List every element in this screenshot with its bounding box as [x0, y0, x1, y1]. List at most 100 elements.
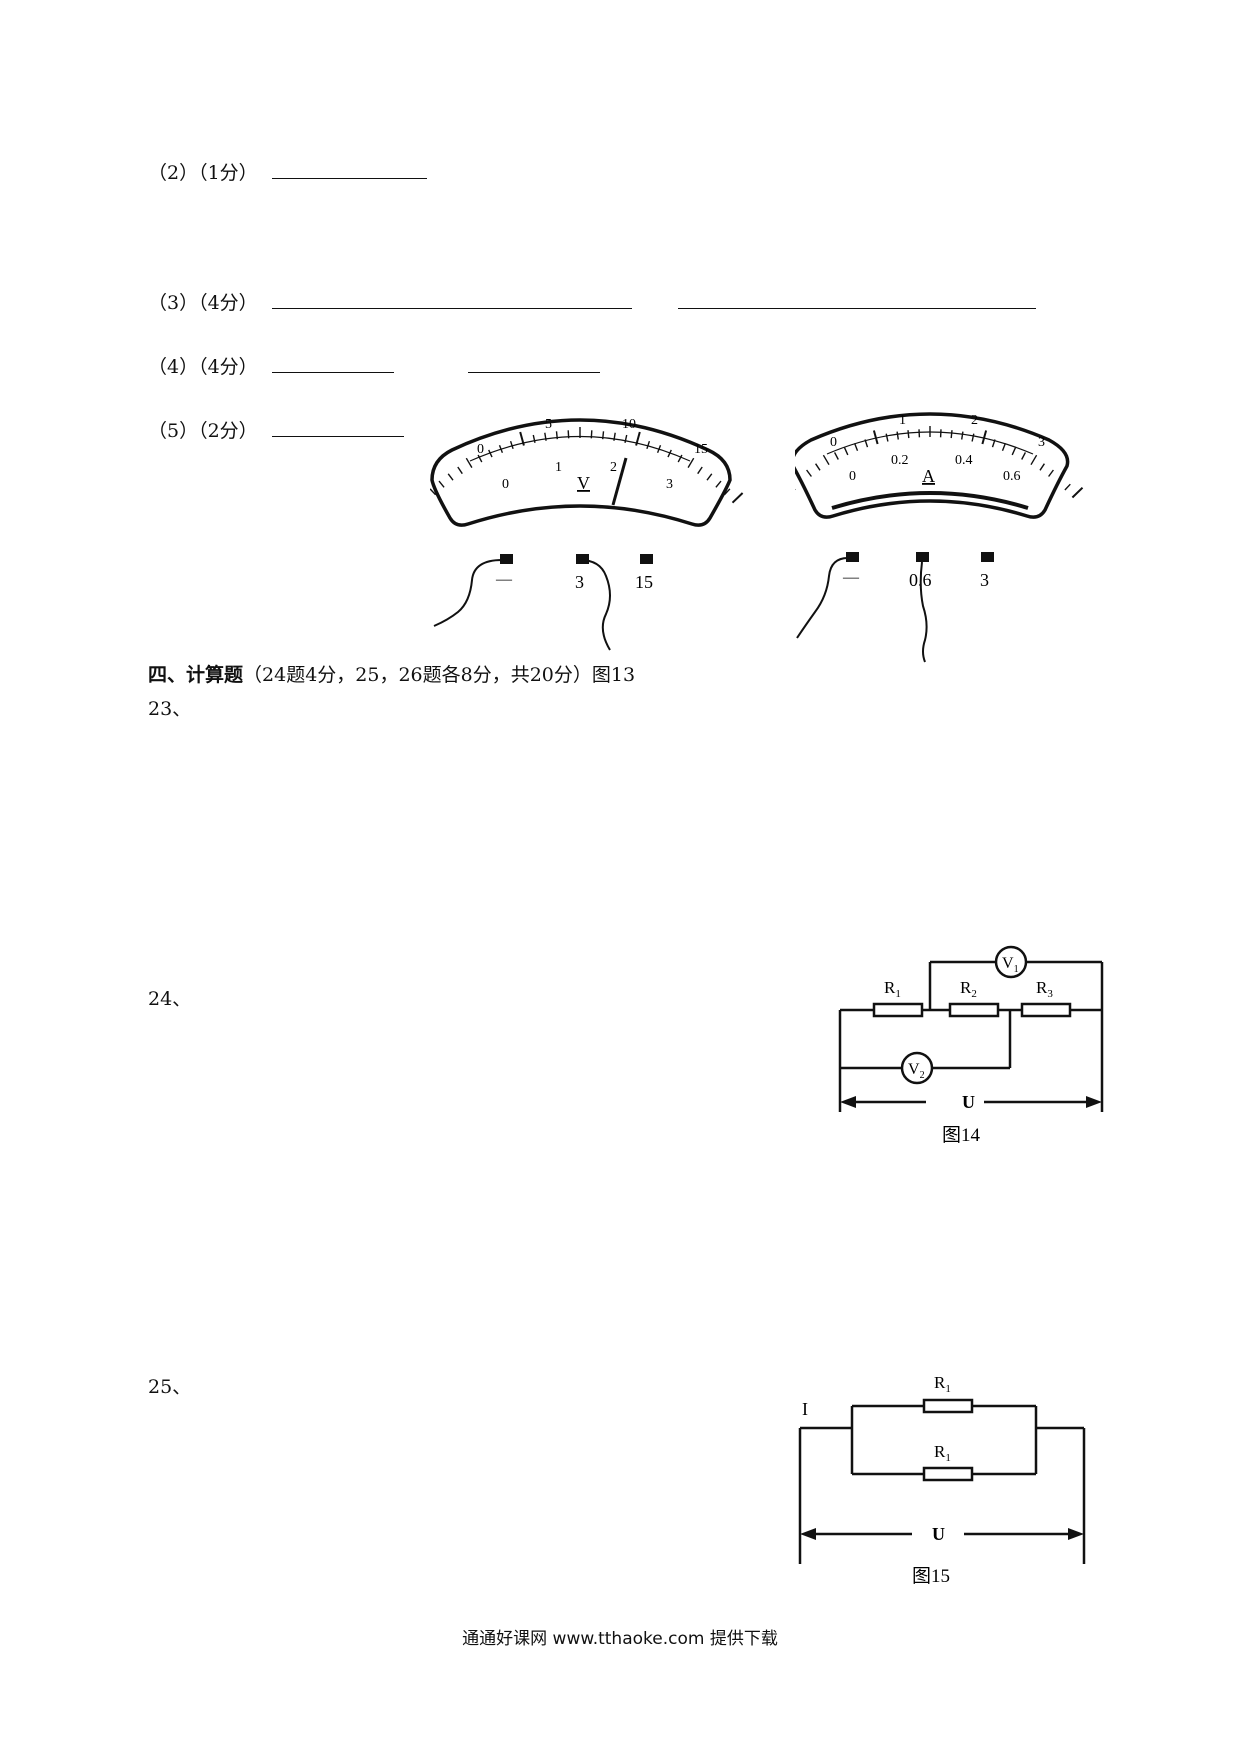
- scale-tick: [624, 434, 628, 443]
- scale-tick: [896, 431, 899, 440]
- scale-tick: [677, 454, 683, 463]
- scale-tick: [602, 431, 605, 440]
- ammeter-terminal-3: [981, 552, 994, 562]
- fig14-caption: 图14: [942, 1125, 981, 1146]
- voltmeter-terminal-3-label: 3: [575, 572, 584, 592]
- fig15-caption: 图15: [912, 1566, 950, 1587]
- scale-tick: [797, 476, 804, 484]
- voltmeter-needle: [611, 457, 628, 506]
- scale-tick: [646, 440, 651, 450]
- fig14-r3-sub: 3: [1047, 988, 1053, 1000]
- fig14-v1-sub: 1: [1014, 964, 1019, 975]
- ammeter-terminal-06: [916, 552, 929, 562]
- scale-tick: [532, 434, 536, 443]
- scale-tick: [815, 463, 821, 471]
- fig15-r-bottom-sub: 1: [945, 1452, 951, 1464]
- ammeter-bottom-04: 0.4: [955, 453, 973, 468]
- circuit-figure-15: R1 R1 I U 图15: [798, 1373, 1086, 1587]
- ammeter-bottom-06: 0.6: [1003, 469, 1021, 484]
- scale-tick: [613, 432, 616, 441]
- voltmeter-figure: 0 5 10 15 0 1 2 3 V — 3 15: [430, 417, 744, 651]
- section-4-heading: 四、计算题（24题4分，25，26题各8分，共20分）图13: [148, 660, 635, 687]
- fig14-r1-sub: 1: [895, 988, 901, 1000]
- scale-tick: [864, 439, 869, 448]
- answer-blank-4b[interactable]: [468, 372, 600, 373]
- answer-blank-3b[interactable]: [678, 308, 1036, 309]
- scale-tick: [806, 469, 812, 477]
- scale-tick: [1011, 447, 1017, 456]
- arrow-left-head: [840, 1096, 856, 1108]
- voltmeter-wire-left: [433, 559, 503, 627]
- fig14-r2-sub: 2: [971, 988, 977, 1000]
- scale-tick: [822, 454, 830, 466]
- scale-tick: [971, 433, 975, 442]
- voltmeter-scale-ticks: [430, 427, 744, 504]
- scale-tick: [1001, 443, 1007, 451]
- svg-text:R1: R1: [934, 1373, 951, 1395]
- scale-tick: [519, 431, 525, 446]
- answer-label-2: （2）（1分）: [148, 162, 258, 184]
- resistor-r1-bottom: [922, 1466, 974, 1482]
- scale-tick: [697, 466, 703, 475]
- scale-tick: [488, 449, 493, 458]
- scale-tick: [981, 430, 988, 445]
- answer-label-4: （4）（4分）: [148, 356, 258, 378]
- ammeter-bottom-02: 0.2: [891, 453, 909, 468]
- scale-tick: [509, 440, 514, 450]
- section-4-detail: （24题4分，25，26题各8分，共20分）图13: [243, 664, 636, 686]
- voltmeter-case: [430, 418, 732, 527]
- ammeter-wire-middle: [919, 561, 928, 663]
- fig14-r3-label: R: [1036, 978, 1048, 997]
- scale-tick: [447, 473, 454, 481]
- scale-tick: [498, 445, 504, 453]
- scale-tick: [715, 480, 722, 488]
- voltmeter-top-10: 10: [622, 417, 636, 432]
- circuit-figure-14: R1 R2 R3 V1 V2 U 图14: [838, 945, 1104, 1146]
- svg-text:R1: R1: [934, 1442, 951, 1464]
- fig15-r-top-sub: 1: [945, 1383, 951, 1395]
- ammeter-unit-label: A: [922, 466, 935, 486]
- voltmeter-bottom-3: 3: [666, 477, 673, 492]
- scale-tick: [635, 431, 641, 446]
- answer-blank-2[interactable]: [272, 178, 427, 179]
- arrow-right-head: [1086, 1096, 1102, 1108]
- scale-tick: [961, 431, 964, 440]
- voltmeter-terminal-3: [576, 554, 589, 564]
- answer-blank-5[interactable]: [272, 436, 404, 437]
- scale-tick: [843, 447, 849, 456]
- scale-tick: [706, 473, 713, 481]
- fig15-r-bottom-label: R: [934, 1442, 946, 1461]
- question-23: 23、: [148, 698, 192, 720]
- voltmeter-terminal-neg-label: —: [495, 571, 513, 588]
- voltmeter-bottom-1: 1: [555, 460, 562, 475]
- scale-tick: [907, 430, 910, 439]
- voltmeter-wire-right: [579, 559, 611, 651]
- voltmeter-top-5: 5: [545, 417, 552, 432]
- ammeter-top-1: 1: [899, 413, 906, 428]
- fig14-v2-sub: 2: [920, 1070, 925, 1081]
- svg-text:R2: R2: [960, 978, 977, 1000]
- scale-tick: [544, 432, 547, 441]
- voltmeter-terminal-15-label: 15: [635, 572, 653, 592]
- answer-blank-4a[interactable]: [272, 372, 394, 373]
- scale-tick: [731, 492, 744, 504]
- scale-tick: [555, 431, 558, 440]
- page-footer: 通通好课网 www.tthaoke.com 提供下载: [462, 1629, 778, 1649]
- voltmeter-v2-symbol: [900, 1051, 934, 1085]
- ammeter-wire-left: [796, 557, 849, 639]
- svg-text:V1: V1: [1002, 955, 1019, 975]
- ammeter-scale-ticks: [795, 426, 1084, 499]
- voltmeter-terminal-15: [640, 554, 653, 564]
- answer-blank-3a[interactable]: [272, 308, 632, 309]
- scale-tick: [438, 480, 445, 488]
- voltmeter-terminal-neg: [500, 554, 513, 564]
- resistor-r2: [948, 1002, 1000, 1018]
- scale-tick: [477, 454, 483, 463]
- ammeter-case: [795, 412, 1070, 519]
- voltmeter-bottom-2: 2: [610, 460, 617, 475]
- scale-tick: [567, 430, 570, 439]
- fig14-v2-label: V: [908, 1061, 920, 1078]
- scale-tick: [1039, 463, 1045, 471]
- scale-tick: [853, 443, 859, 451]
- scale-tick: [1048, 469, 1054, 477]
